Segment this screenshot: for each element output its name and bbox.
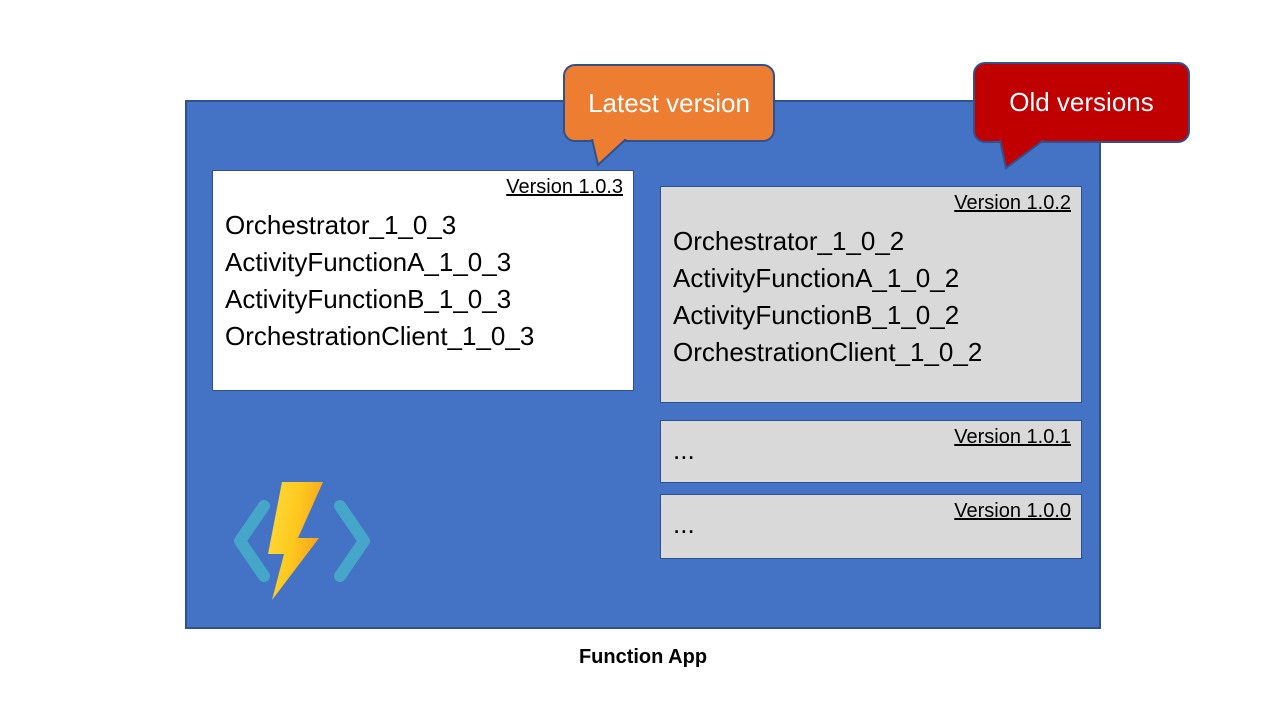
function-name: ActivityFunctionA_1_0_3 xyxy=(225,247,512,277)
version-title: Version 1.0.2 xyxy=(954,192,1071,214)
old-versions-callout-label: Old versions xyxy=(1009,87,1154,117)
function-name: ActivityFunctionB_1_0_2 xyxy=(673,300,960,330)
version-title: Version 1.0.0 xyxy=(954,500,1071,522)
version-title: Version 1.0.3 xyxy=(506,176,623,198)
latest-version-callout-label: Latest version xyxy=(588,87,750,118)
left-angle-bracket-icon xyxy=(234,500,270,582)
function-name: ActivityFunctionA_1_0_2 xyxy=(673,263,960,293)
function-name: ActivityFunctionB_1_0_3 xyxy=(225,284,512,314)
azure-functions-icon xyxy=(234,482,370,600)
function-app-caption: Function App xyxy=(578,646,708,668)
version-title: Version 1.0.1 xyxy=(954,426,1071,448)
old-versions-callout: Old versions xyxy=(973,62,1190,143)
version-box-1-0-1: Version 1.0.1 ... xyxy=(660,420,1082,483)
function-name: OrchestrationClient_1_0_3 xyxy=(225,321,535,351)
function-list: ... xyxy=(673,435,1073,465)
right-angle-bracket-icon xyxy=(334,500,370,582)
function-name: ... xyxy=(673,509,695,539)
version-box-1-0-0: Version 1.0.0 ... xyxy=(660,494,1082,559)
function-name: Orchestrator_1_0_3 xyxy=(225,210,457,240)
function-name: ... xyxy=(673,435,695,465)
latest-callout-tail xyxy=(591,139,627,167)
lightning-bolt-icon xyxy=(268,482,323,600)
latest-version-callout: Latest version xyxy=(563,64,775,142)
old-callout-tail xyxy=(999,140,1045,170)
function-name: OrchestrationClient_1_0_2 xyxy=(673,337,983,367)
function-name: Orchestrator_1_0_2 xyxy=(673,226,905,256)
function-list: ... xyxy=(673,509,1073,539)
